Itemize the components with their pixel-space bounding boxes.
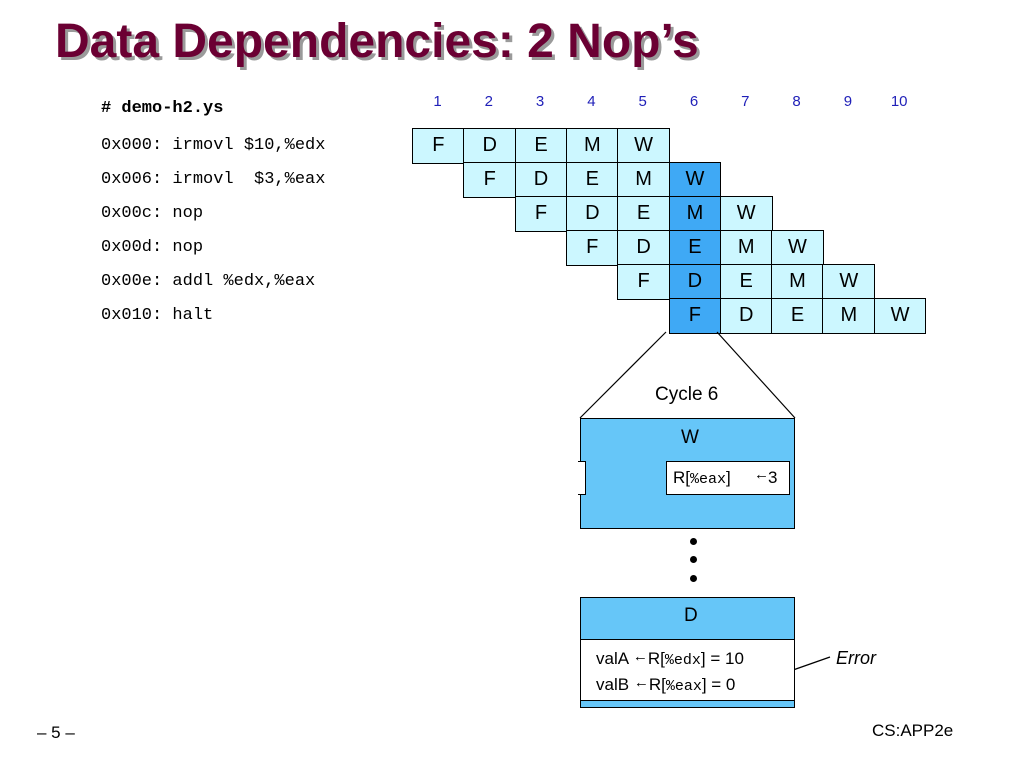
pipeline-stage-cell: W	[617, 128, 670, 164]
vala-value: ] = 10	[700, 649, 744, 668]
d-stage-label: D	[684, 605, 698, 626]
pipeline-stage-cell: F	[565, 230, 619, 266]
slide-title: Data Dependencies: 2 Nop’s	[55, 15, 699, 68]
register-file-label: R[	[648, 675, 666, 694]
cycle-number: 9	[843, 93, 853, 110]
valb-name: valB	[596, 675, 630, 694]
cycle-number: 7	[741, 93, 750, 110]
valb-value: ] = 0	[701, 675, 736, 694]
program-line: 0x00c: nop	[101, 204, 204, 223]
pipeline-stage-cell: E	[565, 162, 619, 198]
program-line: 0x000: irmovl $10,%edx	[101, 136, 326, 155]
register-file-label: R[	[673, 468, 690, 487]
pipeline-stage-cell: M	[822, 298, 876, 334]
pipeline-stage-cell: E	[719, 264, 773, 300]
program-line: 0x010: halt	[101, 306, 214, 325]
d-stage-values: valA ←R[%edx] = 10 valB ←R[%eax] = 0	[580, 639, 795, 701]
left-arrow-icon: ←	[633, 674, 649, 691]
pipeline-stage-cell: M	[719, 230, 773, 266]
program-line: 0x00d: nop	[101, 238, 204, 257]
valb-line: valB ←R[%eax] = 0	[596, 674, 736, 695]
pipeline-stage-cell: D	[719, 298, 773, 334]
pipeline-stage-cell: F	[668, 298, 722, 334]
pipeline-stage-cell: M	[617, 162, 670, 198]
course-label: CS:APP2e	[872, 721, 954, 740]
vala-name: valA	[596, 649, 629, 668]
pipeline-stage-cell: E	[617, 196, 670, 232]
program-line: 0x006: irmovl $3,%eax	[101, 170, 326, 189]
pipeline-stage-cell: E	[771, 298, 824, 334]
cycle-number: 4	[587, 93, 596, 110]
pipeline-stage-cell: F	[412, 128, 465, 164]
cycle-number: 10	[890, 93, 908, 110]
ellipsis-dot	[690, 538, 697, 545]
program-header: # demo-h2.ys	[101, 99, 224, 118]
left-arrow-icon: ←	[632, 648, 648, 665]
register-name: %edx	[664, 652, 701, 669]
register-name: %eax	[690, 471, 727, 488]
vala-line: valA ←R[%edx] = 10	[596, 648, 744, 669]
program-line: 0x00e: addl %edx,%eax	[101, 272, 316, 291]
w-stage-port	[578, 461, 586, 495]
cycle-number: 5	[638, 93, 647, 110]
w-stage-label: W	[681, 427, 699, 448]
cycle-label: Cycle 6	[655, 384, 719, 405]
cycle-number: 8	[792, 93, 801, 110]
left-arrow-icon: ←	[754, 466, 769, 483]
write-value: 3	[768, 468, 778, 487]
error-label: Error	[836, 648, 876, 668]
ellipsis-dot	[690, 556, 697, 563]
cycle-number: 2	[484, 93, 493, 110]
pipeline-stage-cell: M	[668, 196, 722, 232]
pipeline-stage-cell: W	[822, 264, 876, 300]
w-stage-write-register: R[%eax] ← 3	[666, 461, 790, 495]
register-name: %eax	[665, 678, 702, 695]
pipeline-stage-cell: D	[463, 128, 517, 164]
register-file-label: R[	[647, 649, 665, 668]
cycle-number: 1	[433, 93, 442, 110]
pipeline-stage-cell: M	[771, 264, 824, 300]
pipeline-stage-cell: W	[873, 298, 927, 334]
ellipsis-dot	[690, 575, 697, 582]
pipeline-stage-cell: E	[668, 230, 722, 266]
pipeline-stage-cell: W	[668, 162, 722, 198]
cycle-number: 6	[689, 93, 699, 110]
cycle-number: 3	[535, 93, 545, 110]
bracket: ]	[726, 468, 731, 487]
page-number: – 5 –	[37, 723, 75, 742]
